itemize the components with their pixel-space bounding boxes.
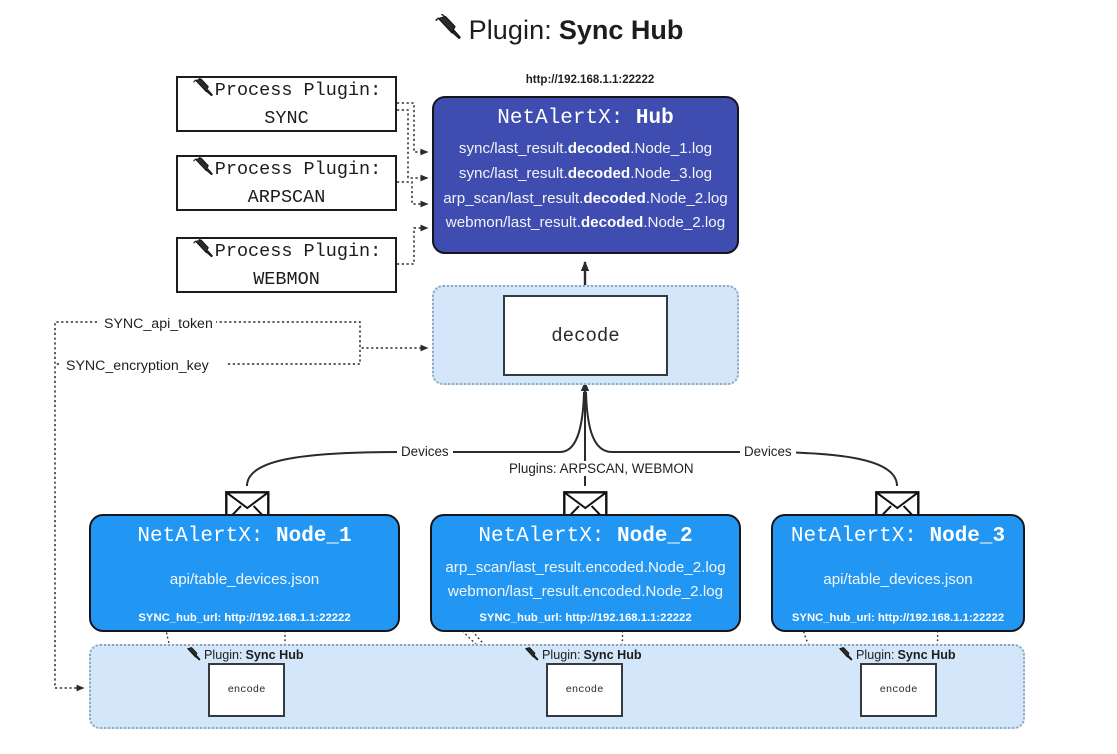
log-pre: webmon/last_result. <box>445 214 581 232</box>
process-plugin-label: Process Plugin: <box>214 80 382 102</box>
hub-log-line: webmon/last_result.decoded.Node_2.log <box>446 211 725 236</box>
hub-url-label: http://192.168.1.1:22222 <box>525 74 655 86</box>
log-strong: decoded <box>567 164 631 182</box>
node-line: arp_scan/last_result.encoded.Node_2.log <box>445 558 726 576</box>
node-box-node-3[interactable]: NetAlertX: Node_3 api/table_devices.json… <box>771 514 1025 632</box>
edge-label-devices-right: Devices <box>740 444 796 459</box>
node-lines: api/table_devices.json <box>91 548 398 612</box>
node-line: webmon/last_result.encoded.Node_2.log <box>447 583 724 600</box>
plug-icon <box>192 237 214 267</box>
decode-box[interactable]: decode <box>503 295 668 376</box>
node-line: api/table_devices.json <box>169 570 320 588</box>
encode-box-2[interactable]: encode <box>546 663 623 717</box>
process-plugin-name: ARPSCAN <box>247 186 326 208</box>
sync-api-token-label: SYNC_api_token <box>101 316 216 332</box>
sync-encryption-key-label: SYNC_encryption_key <box>63 358 212 374</box>
node-footer: SYNC_hub_url: http://192.168.1.1:22222 <box>791 612 1005 624</box>
plugin-tag-prefix: Plugin: <box>204 648 243 662</box>
plug-icon <box>523 646 539 664</box>
process-plugin-webmon-box[interactable]: Process Plugin: WEBMON <box>176 237 397 293</box>
edge-label-plugins: Plugins: ARPSCAN, WEBMON <box>505 461 698 476</box>
log-pre: sync/last_result. <box>458 164 568 182</box>
hub-log-line: sync/last_result.decoded.Node_1.log <box>459 137 712 162</box>
page-title-prefix: Plugin: <box>468 15 552 45</box>
node-title: NetAlertX: Node_1 <box>137 525 351 548</box>
hub-title: NetAlertX: Hub <box>497 107 673 130</box>
node-lines: api/table_devices.json <box>773 548 1023 612</box>
hub-box[interactable]: NetAlertX: Hub sync/last_result.decoded.… <box>432 96 739 254</box>
plugin-tag-prefix: Plugin: <box>542 648 581 662</box>
hub-title-name: Hub <box>635 107 674 130</box>
hub-log-line: arp_scan/last_result.decoded.Node_2.log <box>443 187 728 212</box>
node-lines: arp_scan/last_result.encoded.Node_2.log … <box>432 548 739 612</box>
process-plugin-label: Process Plugin: <box>214 159 382 181</box>
encode-box-3[interactable]: encode <box>860 663 937 717</box>
plug-icon <box>434 13 462 47</box>
node-title-name: Node_1 <box>276 525 352 548</box>
log-post: .Node_3.log <box>630 164 713 182</box>
log-strong: decoded <box>580 214 644 232</box>
page-title: Plugin: Sync Hub <box>0 13 1117 47</box>
hub-log-line: sync/last_result.decoded.Node_3.log <box>459 162 712 187</box>
node-title-prefix: NetAlertX: <box>478 525 617 548</box>
node-title: NetAlertX: Node_2 <box>478 525 692 548</box>
log-strong: decoded <box>567 140 631 157</box>
process-plugin-name: SYNC <box>264 107 309 129</box>
process-plugin-sync-box[interactable]: Process Plugin: SYNC <box>176 76 397 132</box>
plugin-tag-sync-hub-3: Plugin: Sync Hub <box>837 646 956 664</box>
node-box-node-2[interactable]: NetAlertX: Node_2 arp_scan/last_result.e… <box>430 514 741 632</box>
plug-icon <box>192 155 214 185</box>
plug-icon <box>837 646 853 664</box>
plug-icon <box>192 76 214 106</box>
plugin-tag-sync-hub-1: Plugin: Sync Hub <box>185 646 304 664</box>
node-title-prefix: NetAlertX: <box>137 525 276 548</box>
node-line: api/table_devices.json <box>823 570 973 588</box>
plugin-tag-sync-hub-2: Plugin: Sync Hub <box>523 646 642 664</box>
node-title: NetAlertX: Node_3 <box>791 525 1005 548</box>
process-plugin-arpscan-box[interactable]: Process Plugin: ARPSCAN <box>176 155 397 211</box>
log-strong: decoded <box>583 189 646 207</box>
node-title-name: Node_3 <box>929 525 1006 548</box>
log-post: .Node_2.log <box>645 189 728 207</box>
plugin-tag-name: Sync Hub <box>245 648 304 662</box>
node-title-name: Node_2 <box>617 525 693 548</box>
plug-icon <box>185 646 201 664</box>
edge-label-devices-left: Devices <box>397 444 453 459</box>
process-plugin-name: WEBMON <box>253 268 320 290</box>
log-post: .Node_1.log <box>630 140 713 157</box>
hub-title-prefix: NetAlertX: <box>497 107 636 130</box>
process-plugin-label: Process Plugin: <box>214 241 382 263</box>
node-title-prefix: NetAlertX: <box>790 525 930 548</box>
log-pre: sync/last_result. <box>458 140 568 157</box>
node-footer: SYNC_hub_url: http://192.168.1.1:22222 <box>479 612 692 624</box>
log-post: .Node_2.log <box>643 214 726 232</box>
plugin-tag-prefix: Plugin: <box>856 648 895 662</box>
node-footer: SYNC_hub_url: http://192.168.1.1:22222 <box>138 612 351 624</box>
node-box-node-1[interactable]: NetAlertX: Node_1 api/table_devices.json… <box>89 514 400 632</box>
plugin-tag-name: Sync Hub <box>897 648 956 662</box>
encode-box-1[interactable]: encode <box>208 663 285 717</box>
plugin-tag-name: Sync Hub <box>583 648 642 662</box>
page-title-name: Sync Hub <box>558 15 684 45</box>
log-pre: arp_scan/last_result. <box>443 189 584 207</box>
